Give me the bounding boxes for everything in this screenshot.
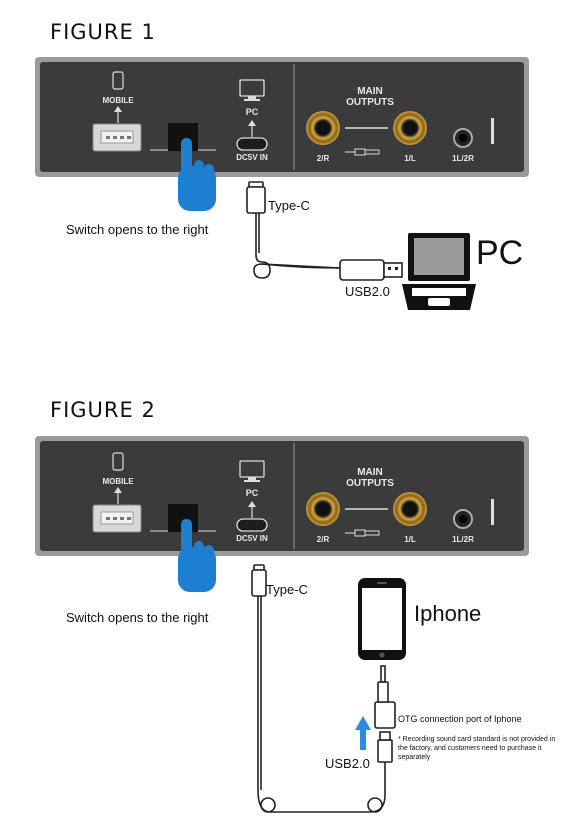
- pc-port-label: PC: [245, 107, 259, 117]
- phones-label: 1L/2R: [452, 154, 474, 163]
- ch1-label: 1/L: [404, 535, 416, 544]
- outputs-label: OUTPUTS: [346, 97, 394, 108]
- ch1-label: 1/L: [404, 154, 416, 163]
- figure1-title: FIGURE 1: [50, 20, 156, 44]
- jack-plug-icon: [345, 148, 380, 156]
- switch-note: Switch opens to the right: [66, 610, 209, 625]
- mobile-label: MOBILE: [102, 477, 134, 486]
- mobile-label: MOBILE: [102, 96, 134, 105]
- typec-label: Type-C: [266, 582, 308, 597]
- main-label: MAIN: [357, 467, 383, 478]
- pointing-hand-icon: [178, 519, 216, 592]
- iphone-icon: [358, 578, 406, 660]
- audio-interface-1: [35, 57, 529, 177]
- purchase-note: * Recording sound card standard is not p…: [398, 736, 556, 761]
- switch-note: Switch opens to the right: [66, 222, 209, 237]
- dc-label: DC5V IN: [236, 534, 268, 543]
- monitor-icon: [239, 460, 265, 482]
- jack-plug-icon: [345, 529, 380, 537]
- usb-label: USB2.0: [345, 284, 390, 299]
- main-label: MAIN: [357, 86, 383, 97]
- phones-label: 1L/2R: [452, 535, 474, 544]
- pointing-hand-icon: [178, 138, 216, 211]
- up-arrow-icon: [355, 716, 371, 750]
- mobile-icon: [112, 452, 124, 471]
- monitor-icon: [239, 79, 265, 101]
- laptop-icon: [402, 233, 476, 310]
- type-c-port: [236, 518, 268, 532]
- ch2-label: 2/R: [316, 154, 330, 163]
- figure2-title: FIGURE 2: [50, 398, 156, 422]
- otg-label: OTG connection port of Iphone: [398, 714, 522, 724]
- usb-label: USB2.0: [325, 756, 370, 771]
- otg-cable: [251, 564, 396, 813]
- audio-interface-2: [35, 436, 529, 556]
- pc-port-label: PC: [245, 488, 259, 498]
- type-c-port: [236, 137, 268, 151]
- iphone-label: Iphone: [414, 601, 482, 626]
- mobile-icon: [112, 71, 124, 90]
- typec-label: Type-C: [268, 198, 310, 213]
- pc-label: PC: [476, 234, 524, 272]
- usb-cable-1: [246, 181, 403, 281]
- dc-label: DC5V IN: [236, 153, 268, 162]
- ch2-label: 2/R: [316, 535, 330, 544]
- outputs-label: OUTPUTS: [346, 478, 394, 489]
